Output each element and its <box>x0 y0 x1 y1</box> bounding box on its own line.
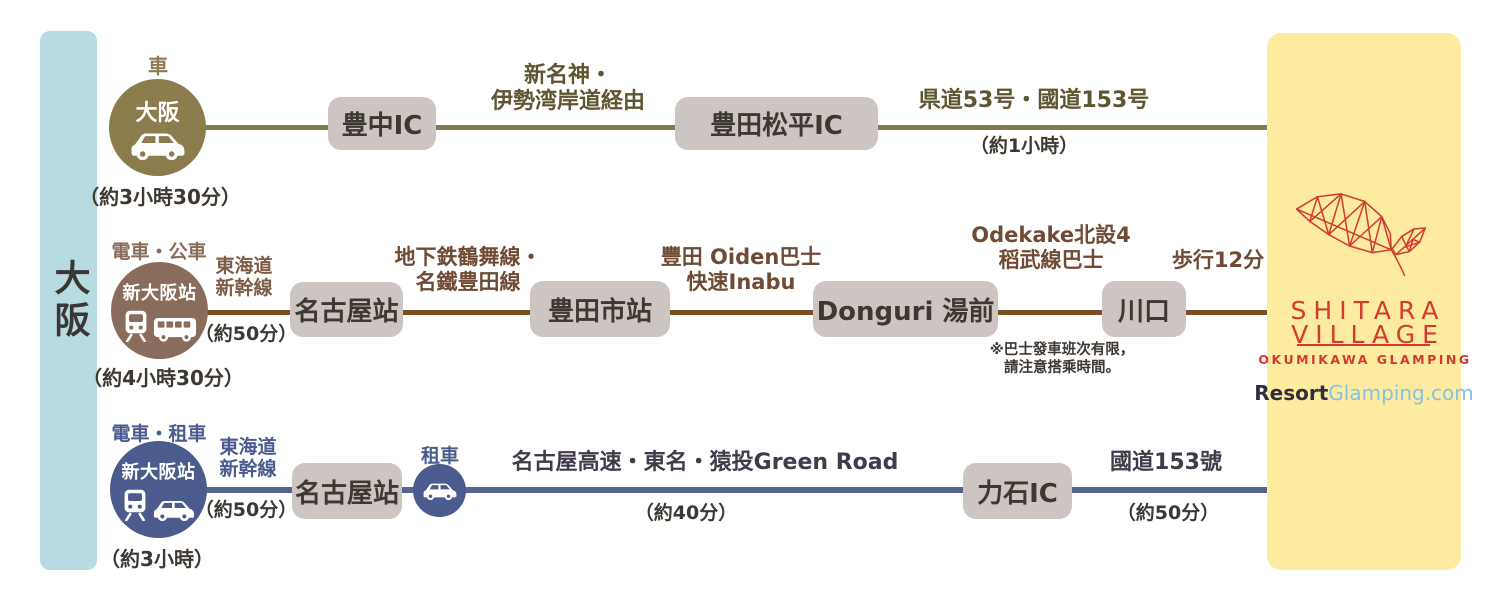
route3-mode-label: 電車・租車 <box>111 423 207 445</box>
train-icon <box>122 488 148 521</box>
origin-bar: 大阪 <box>40 31 97 570</box>
route2-segment1-label: 東海道 新幹線 <box>215 255 273 300</box>
route1-segment2-label: 県道53号・國道153号 <box>918 88 1150 113</box>
car-icon <box>129 131 187 160</box>
route2-segment2-label: 地下鉄鶴舞線・ 名鐵豊田線 <box>394 245 542 294</box>
route2-line <box>160 310 1267 315</box>
leaf-logo-icon <box>1289 190 1431 302</box>
route1-total-time: （約3小時30分） <box>79 185 241 209</box>
route2-segment1-time: （約50分） <box>194 323 298 345</box>
destination-panel <box>1267 33 1461 570</box>
route1-segment1-label: 新名神・ 伊勢湾岸道経由 <box>490 63 646 114</box>
route2-stop-nagoya: 名古屋站 <box>290 282 403 337</box>
route3-line <box>158 487 1267 493</box>
route3-segment1-time: （約50分） <box>194 499 298 521</box>
bus-icon <box>153 317 197 342</box>
brand-resortglamping: ResortGlamping.com <box>1254 381 1474 405</box>
route2-bus-note: ※巴士發車班次有限， 請注意搭乘時間。 <box>989 342 1135 377</box>
route3-segment3-label: 國道153號 <box>1110 450 1222 475</box>
route2-segment3-label: 豐田 Oiden巴士 快速Inabu <box>660 245 822 294</box>
destination-subtitle: OKUMIKAWA GLAMPING <box>1258 352 1472 367</box>
destination-name-line1: SHITARA <box>1290 296 1446 325</box>
brand-resort-text: Resort <box>1254 381 1329 405</box>
route1-origin-name: 大阪 <box>135 101 180 126</box>
route3-segment1-label: 東海道 新幹線 <box>219 436 277 481</box>
route3-segment2-time: （約40分） <box>634 502 738 524</box>
route3-segment3-time: （約50分） <box>1116 502 1220 524</box>
route3-origin-name: 新大阪站 <box>121 462 196 483</box>
route1-segment2-time: （約1小時） <box>969 135 1079 157</box>
route1-origin-circle: 大阪 <box>109 79 206 176</box>
route3-stop-rikiishi-ic: 力石IC <box>963 463 1072 519</box>
route2-mode-label: 電車・公車 <box>111 241 207 263</box>
car-icon <box>422 482 458 500</box>
logo-divider <box>1297 344 1430 346</box>
brand-glamping-text: Glamping.com <box>1328 381 1474 405</box>
route2-origin-circle: 新大阪站 <box>111 262 208 359</box>
route3-stop-nagoya: 名古屋站 <box>292 463 402 519</box>
route3-rental-label: 租車 <box>420 445 460 467</box>
route2-segment4-label: Odekake北設4 稻武線巴士 <box>971 223 1131 272</box>
route2-stop-donguri-yumae: Donguri 湯前 <box>813 281 998 337</box>
route1-stop-toyota-matsudaira-ic: 豊田松平IC <box>675 97 878 150</box>
route2-segment5-label: 歩行12分 <box>1171 248 1265 272</box>
route3-origin-circle: 新大阪站 <box>110 441 207 538</box>
car-icon <box>152 499 196 521</box>
route2-total-time: （約4小時30分） <box>82 366 244 390</box>
train-icon <box>123 309 149 342</box>
route3-segment2-label: 名古屋高速・東名・猿投Green Road <box>511 450 899 475</box>
route2-origin-name: 新大阪站 <box>122 283 197 304</box>
route3-total-time: （約3小時） <box>100 547 214 571</box>
route1-stop-toyonaka-ic: 豊中IC <box>328 97 436 150</box>
route2-stop-kawaguchi: 川口 <box>1102 281 1186 337</box>
route2-stop-toyotashi: 豊田市站 <box>530 281 670 337</box>
origin-bar-label: 大阪 <box>48 258 90 343</box>
rental-car-circle <box>413 464 466 517</box>
route1-mode-label: 車 <box>148 54 168 78</box>
